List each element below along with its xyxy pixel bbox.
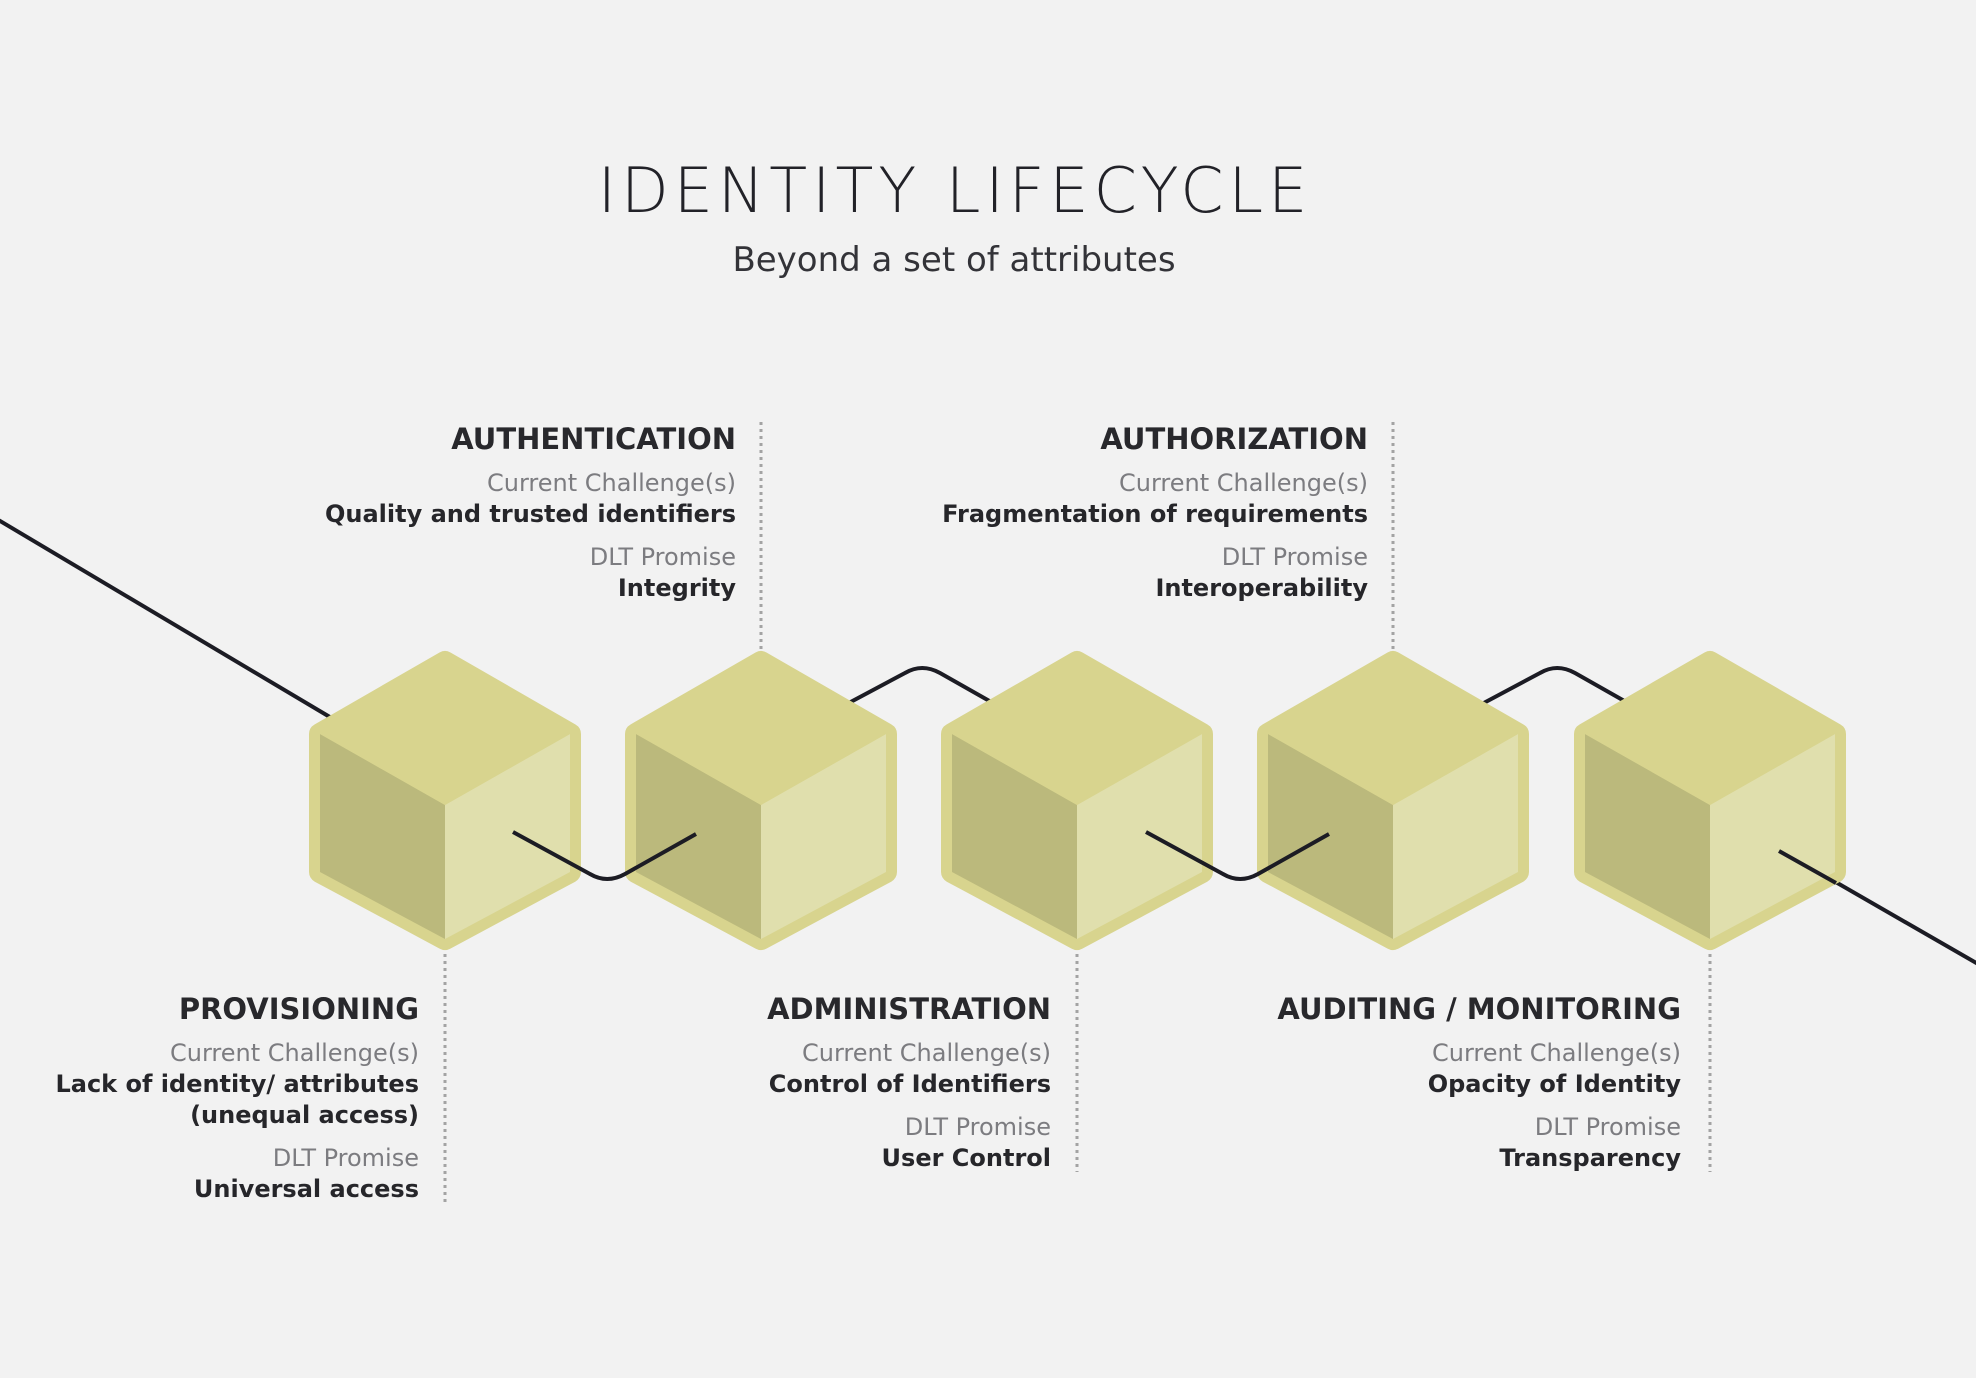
challenge-value: Control of Identifiers <box>768 1070 1051 1098</box>
stage-authentication: AUTHENTICATION Current Challenge(s) Qual… <box>56 422 736 604</box>
challenge-value: Opacity of Identity <box>1427 1070 1681 1098</box>
cube-row <box>309 651 1846 950</box>
cube-left-face <box>320 734 445 939</box>
cube-left-face <box>1585 734 1710 939</box>
cube-right-face <box>1393 734 1518 939</box>
cube-top-face <box>1268 662 1518 805</box>
promise-value: Universal access <box>193 1175 419 1203</box>
cube-left-face <box>952 734 1077 939</box>
promise-label: DLT Promise <box>589 543 736 571</box>
stage-provisioning: PROVISIONING Current Challenge(s) Lack o… <box>0 992 419 1205</box>
challenge-value: Quality and trusted identifiers <box>324 500 736 528</box>
promise-label: DLT Promise <box>272 1144 419 1172</box>
promise-value: Interoperability <box>1155 574 1368 602</box>
challenge-value: Lack of identity/ attributes <box>55 1070 419 1098</box>
promise-value: User Control <box>881 1144 1051 1172</box>
stage-title: AUDITING / MONITORING <box>1277 992 1681 1026</box>
chain-segment <box>844 666 1001 709</box>
challenge-value: Fragmentation of requirements <box>942 500 1368 528</box>
chain-segment <box>512 830 697 881</box>
promise-label: DLT Promise <box>1221 543 1368 571</box>
challenge-label: Current Challenge(s) <box>802 1039 1051 1067</box>
block-cube <box>941 651 1213 950</box>
page-subtitle: Beyond a set of attributes <box>732 240 1176 280</box>
cube-top-face <box>636 662 886 805</box>
cube-right-face <box>445 734 570 939</box>
challenge-label: Current Challenge(s) <box>1119 469 1368 497</box>
cube-top-face <box>952 662 1202 805</box>
cube-top-face <box>320 662 570 805</box>
cube-right-face <box>1710 734 1835 939</box>
promise-value: Transparency <box>1499 1144 1681 1172</box>
stage-title: ADMINISTRATION <box>767 992 1051 1026</box>
promise-value: Integrity <box>617 574 736 602</box>
chain-line-front <box>512 830 1837 885</box>
stage-title: AUTHORIZATION <box>1100 422 1368 456</box>
cube-left-face <box>636 734 761 939</box>
block-cube <box>625 651 897 950</box>
chain-segment <box>1145 830 1330 881</box>
stage-title: AUTHENTICATION <box>451 422 736 456</box>
challenge-label: Current Challenge(s) <box>170 1039 419 1067</box>
challenge-label: Current Challenge(s) <box>1432 1039 1681 1067</box>
stage-administration: ADMINISTRATION Current Challenge(s) Cont… <box>371 992 1051 1174</box>
stage-auditing-monitoring: AUDITING / MONITORING Current Challenge(… <box>1001 992 1681 1174</box>
promise-label: DLT Promise <box>904 1113 1051 1141</box>
cube-top-face <box>1585 662 1835 805</box>
page-title: IDENTITY LIFECYCLE <box>597 154 1313 227</box>
cube-right-face <box>761 734 886 939</box>
chain-segment <box>1778 849 1837 885</box>
challenge-value: (unequal access) <box>190 1101 419 1129</box>
stage-authorization: AUTHORIZATION Current Challenge(s) Fragm… <box>688 422 1368 604</box>
block-cube <box>1574 651 1846 950</box>
challenge-label: Current Challenge(s) <box>487 469 736 497</box>
block-cube <box>309 651 581 950</box>
block-cube <box>1257 651 1529 950</box>
promise-label: DLT Promise <box>1534 1113 1681 1141</box>
stage-title: PROVISIONING <box>178 992 419 1026</box>
chain-segment <box>1479 666 1636 709</box>
cube-right-face <box>1077 734 1202 939</box>
cube-left-face <box>1268 734 1393 939</box>
